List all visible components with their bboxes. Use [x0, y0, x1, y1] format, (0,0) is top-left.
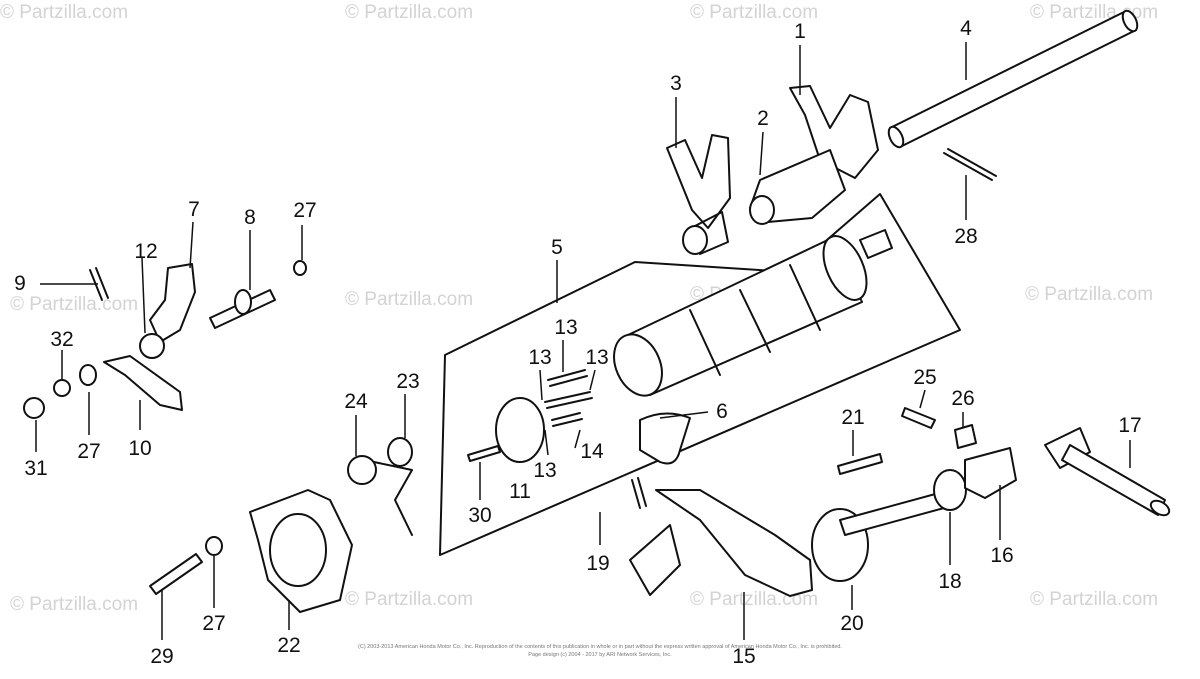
watermark: © Partzilla.com [10, 294, 138, 315]
part-19-spring [631, 477, 647, 509]
watermark: © Partzilla.com [345, 2, 473, 23]
part-26-washer [954, 424, 977, 449]
watermark: © Partzilla.com [0, 2, 128, 23]
leader-lines [35, 42, 1131, 640]
callout-27: 27 [202, 612, 225, 635]
part-7-arm [149, 263, 196, 343]
part-31-nut [23, 397, 45, 419]
callout-13: 13 [528, 346, 551, 369]
callout-31: 31 [24, 457, 47, 480]
callout-3: 3 [670, 72, 682, 95]
part-8-bolt [209, 289, 276, 329]
watermark: © Partzilla.com [1030, 2, 1158, 23]
part-30-screw [467, 445, 501, 462]
page-design-credit: Page design (c) 2004 - 2017 by ARI Netwo… [528, 652, 672, 658]
callout-13: 13 [585, 346, 608, 369]
part-5-group-outline [439, 193, 961, 556]
callout-21: 21 [841, 406, 864, 429]
part-4-fork-shaft [887, 9, 1139, 149]
watermark: © Partzilla.com [1025, 284, 1153, 305]
callout-22: 22 [277, 634, 300, 657]
callout-28: 28 [954, 225, 977, 248]
part-28-pin [943, 148, 997, 181]
callout-30: 30 [468, 504, 491, 527]
callout-15: 15 [732, 645, 755, 668]
part-25-bolt [901, 407, 936, 429]
callout-27: 27 [293, 199, 316, 222]
watermark: © Partzilla.com [10, 594, 138, 615]
part-12-collar [139, 333, 165, 359]
callout-23: 23 [396, 370, 419, 393]
callout-24: 24 [344, 390, 368, 413]
callout-9: 9 [14, 272, 26, 295]
callout-1: 1 [794, 20, 806, 43]
watermark: © Partzilla.com [345, 289, 473, 310]
part-29-bolt [149, 553, 203, 595]
copyright-footer: (C) 2003-2013 American Honda Motor Co., … [358, 644, 842, 658]
part-2-shift-fork [749, 149, 846, 225]
callout-20: 20 [840, 612, 863, 635]
callout-14: 14 [580, 440, 604, 463]
part-11-plate [495, 397, 545, 463]
part-17-spindle [1044, 427, 1171, 517]
part-16-plate [964, 447, 1017, 499]
part-27-washer [205, 536, 223, 556]
part-10-arm [103, 355, 183, 411]
watermark: © Partzilla.com [1030, 589, 1158, 610]
part-23-collar [387, 437, 413, 467]
part-9-spring [89, 267, 109, 301]
callout-13: 13 [533, 459, 556, 482]
watermark: © Partzilla.com [345, 589, 473, 610]
callout-18: 18 [938, 570, 961, 593]
part-27-washer [293, 260, 307, 276]
part-15-shift-arm [629, 489, 813, 597]
callout-5: 5 [551, 236, 563, 259]
callout-7: 7 [188, 198, 200, 221]
callout-19: 19 [586, 552, 609, 575]
callout-25: 25 [913, 366, 936, 389]
part-32-nut [53, 379, 71, 397]
part-1-shift-fork [789, 85, 879, 179]
part-22-plate-opening [269, 513, 327, 587]
callout-10: 10 [128, 437, 151, 460]
part-5-shift-drum [613, 229, 893, 397]
callout-12: 12 [134, 240, 157, 263]
callout-11: 11 [509, 480, 531, 503]
callout-13: 13 [554, 316, 577, 339]
callout-29: 29 [150, 645, 173, 668]
callout-2: 2 [757, 107, 769, 130]
callout-26: 26 [951, 387, 974, 410]
callout-17: 17 [1118, 414, 1141, 437]
part-20-spring [811, 489, 956, 582]
part-3-shift-fork [666, 134, 731, 255]
part-24-spring [347, 455, 413, 536]
callout-16: 16 [990, 544, 1013, 567]
callout-27: 27 [77, 440, 100, 463]
part-21-pin [837, 453, 883, 475]
callout-labels: 1 2 3 4 5 6 7 8 9 10 11 12 13 13 13 13 1… [14, 17, 1142, 668]
callout-6: 6 [716, 400, 728, 423]
part-18-collar [933, 469, 967, 511]
part-27-washer [79, 364, 97, 386]
callout-8: 8 [244, 206, 256, 229]
callout-32: 32 [50, 328, 73, 351]
copyright-line: (C) 2003-2013 American Honda Motor Co., … [358, 644, 842, 650]
part-6-stopper [639, 412, 691, 465]
part-13-pins [544, 369, 593, 427]
watermark: © Partzilla.com [690, 2, 818, 23]
callout-4: 4 [960, 17, 972, 40]
